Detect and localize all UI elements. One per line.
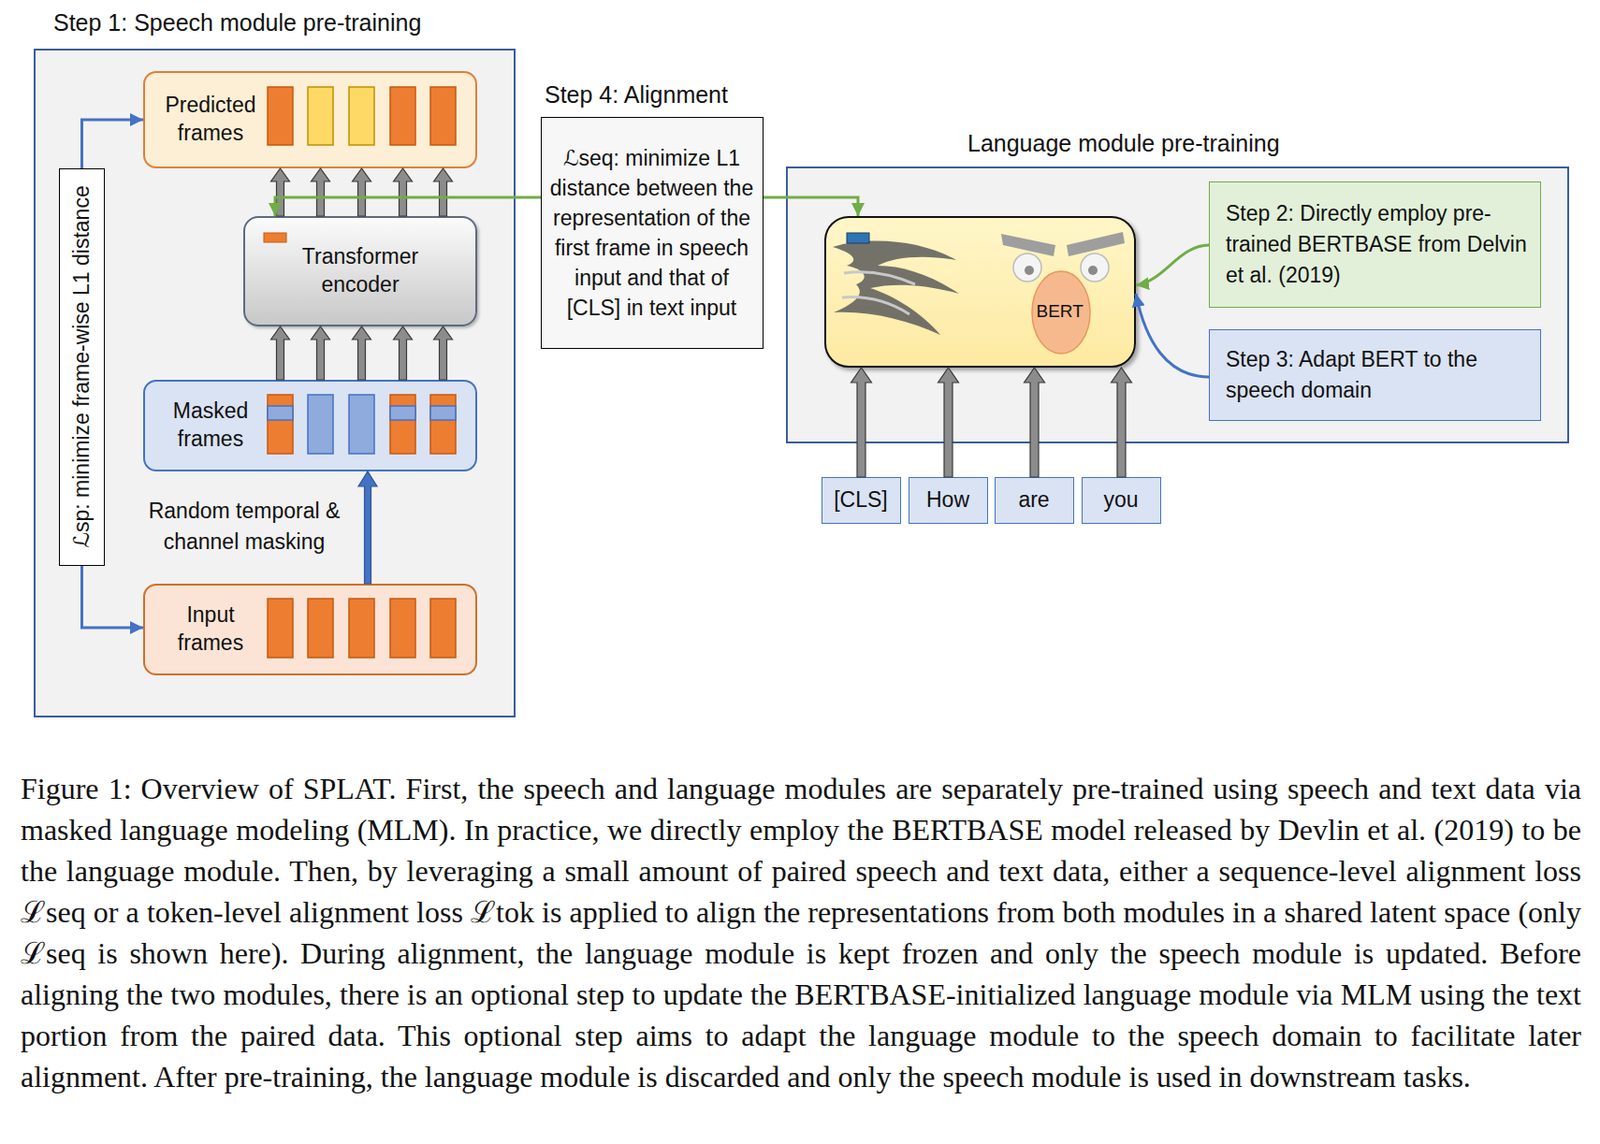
flame-highlight — [843, 272, 916, 285]
pupil — [1024, 265, 1034, 276]
first-frame-representation — [263, 232, 287, 243]
box-label: [CLS] — [822, 486, 900, 515]
frame-bar — [390, 87, 416, 146]
block-arrow — [352, 326, 372, 380]
nose — [1032, 271, 1091, 354]
frame-bar — [430, 87, 456, 146]
frame-bar — [430, 598, 456, 658]
block-arrow — [271, 326, 291, 380]
connector — [851, 367, 873, 478]
token-box: are — [994, 477, 1075, 524]
connector — [271, 326, 453, 380]
box-label: Step 2: Directly employ pre-trained BERT… — [1225, 198, 1531, 291]
block-arrow — [311, 168, 331, 217]
frame-bar — [307, 394, 334, 454]
frame-bar — [267, 87, 293, 146]
box-label: ℒseq: minimize L1 distance between the r… — [548, 143, 756, 323]
step-box: Step 2: Directly employ pre-trained BERT… — [1208, 181, 1542, 308]
eyebrow — [1066, 232, 1125, 257]
connector — [82, 566, 145, 628]
box-label: you — [1082, 486, 1160, 515]
block-arrow — [393, 168, 413, 217]
connector — [271, 168, 453, 217]
cls-representation — [846, 232, 870, 244]
frame-bar — [267, 394, 293, 454]
connector — [763, 197, 859, 217]
block-arrow — [851, 367, 873, 478]
connector — [1135, 245, 1209, 286]
frame-bar — [430, 394, 456, 454]
connector — [275, 197, 541, 217]
token-box: [CLS] — [821, 477, 902, 524]
mask-band — [390, 406, 416, 421]
connector-line — [275, 197, 541, 217]
model-name: BERT — [1036, 300, 1084, 324]
token-box: you — [1081, 477, 1162, 524]
frame-bar — [267, 598, 293, 658]
figure-caption: Figure 1: Overview of SPLAT. First, the … — [20, 768, 1582, 1098]
loss-box: ℒsp: minimize frame-wise L1 distance — [58, 168, 105, 567]
block-arrow — [938, 367, 960, 478]
mask-band — [267, 406, 293, 421]
frame-bar — [349, 87, 375, 146]
box-label: How — [909, 486, 987, 515]
connector-line — [1135, 245, 1209, 286]
connector — [938, 367, 960, 478]
eye — [1080, 253, 1109, 282]
block-arrow — [311, 326, 331, 380]
connector — [1111, 367, 1133, 478]
connector — [1135, 293, 1209, 378]
alignment-box: Step 4: Alignmentℒseq: minimize L1 dista… — [540, 116, 764, 350]
box-label: Masked frames — [158, 397, 263, 454]
connector — [358, 471, 378, 584]
connector-line — [82, 566, 145, 628]
connector-line — [1135, 293, 1209, 378]
caption-holder: Figure 1: Overview of SPLAT. First, the … — [20, 768, 1582, 1098]
frame-bar — [307, 87, 334, 146]
block-arrow — [434, 326, 453, 380]
frame-bar — [307, 598, 334, 658]
predicted-frames — [267, 87, 456, 146]
frame-bar — [349, 598, 375, 658]
box-label: Step 3: Adapt BERT to the speech domain — [1225, 344, 1531, 407]
block-arrow — [358, 471, 378, 584]
flame — [832, 241, 960, 335]
frame-bar — [390, 598, 416, 658]
frame-bar — [390, 394, 416, 454]
frame-bar — [349, 394, 375, 454]
box-label: ℒsp: minimize frame-wise L1 distance — [67, 185, 96, 548]
box-label: Transformer encoder — [290, 243, 431, 300]
step-box: Step 3: Adapt BERT to the speech domain — [1208, 329, 1542, 422]
eye — [1013, 253, 1042, 282]
panel-heading: Step 1: Speech module pre-training — [53, 7, 422, 39]
box-label: Input frames — [158, 601, 263, 658]
flame-highlight — [842, 297, 910, 315]
box-label: are — [995, 486, 1073, 515]
masked-frames — [267, 394, 456, 454]
box-label: Predicted frames — [158, 91, 263, 148]
block-arrow — [1024, 367, 1046, 478]
connector-line — [82, 119, 145, 169]
mask-band — [430, 406, 456, 421]
panel-heading: Language module pre-training — [967, 128, 1280, 160]
block-arrow — [434, 168, 453, 217]
block-arrow — [352, 168, 372, 217]
connector — [1024, 367, 1046, 478]
pupil — [1088, 265, 1098, 276]
token-box: How — [908, 477, 989, 524]
bert-illustration — [832, 232, 1125, 354]
connector-line — [763, 197, 859, 217]
box-heading: Step 4: Alignment — [544, 79, 728, 111]
connector — [82, 119, 145, 169]
block-arrow — [1111, 367, 1133, 478]
block-arrow — [393, 326, 413, 380]
edge-label: Random temporal & channel masking — [140, 495, 349, 558]
input-frames — [267, 598, 456, 658]
edge-label-holder: Random temporal & channel masking — [140, 495, 349, 558]
